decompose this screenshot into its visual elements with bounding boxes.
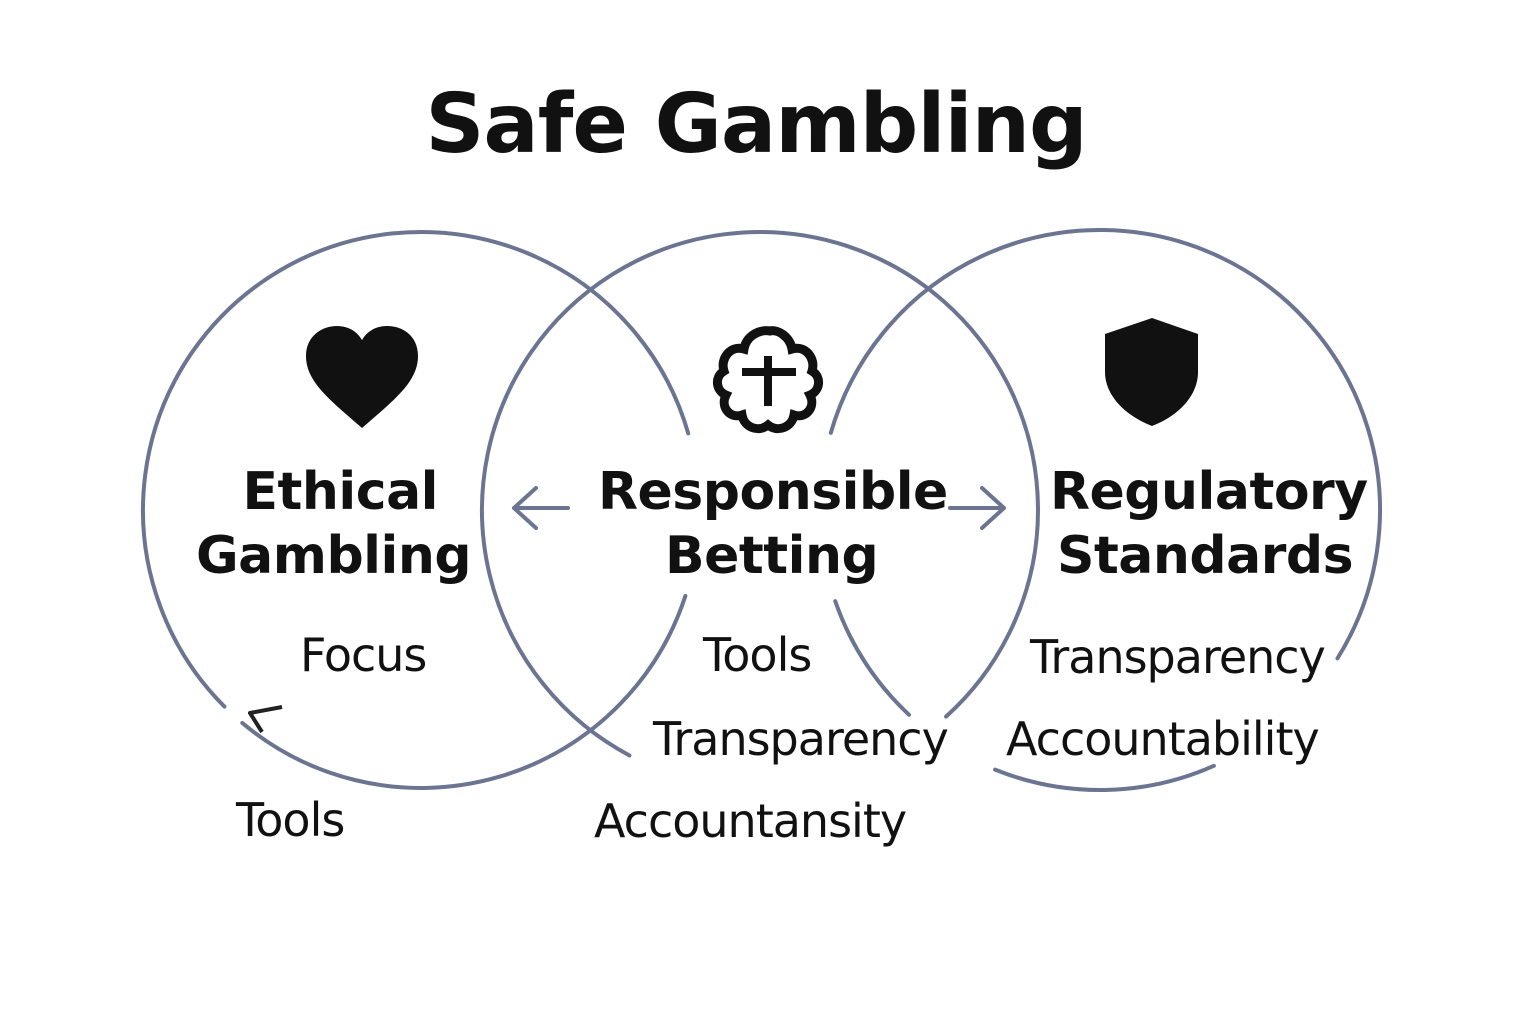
diagram-title: Safe Gambling [425,77,1087,172]
clover-icon [713,326,823,434]
right-circle-arc [828,227,1382,661]
heading-gambling: Gambling [196,526,472,586]
item-transparency-center: Transparency [653,712,949,766]
left-circle-arc [240,593,688,790]
small-arrowhead-icon [248,705,283,734]
right-circle-arc [833,599,912,717]
heading-betting: Betting [665,526,879,586]
right-arrow-icon [948,486,1006,530]
heading-ethical: Ethical [242,462,439,522]
item-accountability: Accountability [1006,712,1320,766]
heading-regulatory: Regulatory [1050,462,1368,522]
left-circle-arc [141,230,691,709]
shield-icon [1105,318,1198,426]
heading-standards: Standards [1057,526,1354,586]
center-circle-arc [480,230,1040,758]
right-circle-arc [993,763,1216,792]
item-transparency-right: Transparency [1030,630,1326,684]
item-tools-left: Tools [236,793,345,847]
item-focus: Focus [300,628,427,682]
heart-icon [306,326,418,428]
item-tools-center: Tools [703,628,812,682]
item-accountansity: Accountansity [594,794,907,848]
left-arrow-icon [512,486,570,530]
heading-responsible: Responsible [598,462,948,522]
